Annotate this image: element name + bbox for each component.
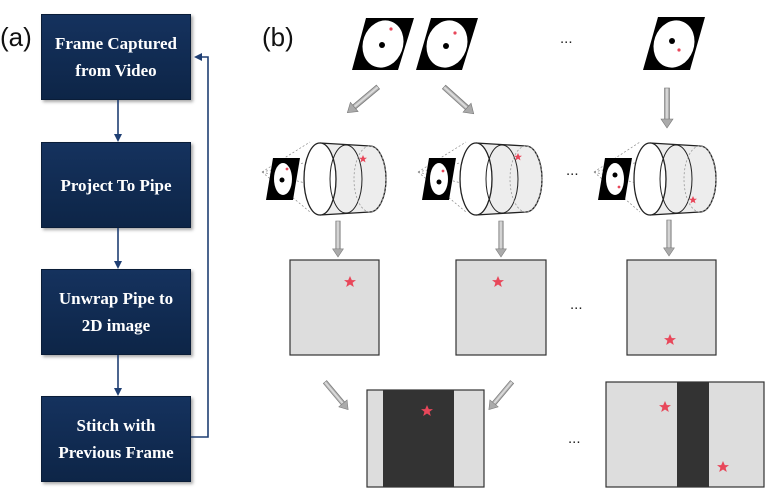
ellipsis-row1: ... bbox=[560, 30, 573, 47]
gray-arrow bbox=[320, 378, 353, 414]
unwrapped-image bbox=[626, 259, 717, 356]
pipe-projection bbox=[593, 141, 717, 216]
flow-step-text: from Video bbox=[75, 61, 157, 80]
flow-step-text: Unwrap Pipe to bbox=[58, 289, 174, 308]
gray-arrow bbox=[343, 82, 383, 118]
ellipsis-row3: ... bbox=[570, 296, 583, 313]
flow-step-text: 2D image bbox=[81, 316, 151, 335]
unwrapped-image bbox=[455, 259, 547, 356]
unwrapped-image bbox=[289, 259, 380, 356]
flow-connectors bbox=[114, 53, 209, 438]
flow-step-project-to-pipe: Project To Pipe bbox=[41, 142, 191, 228]
flow-step-text: Previous Frame bbox=[58, 443, 174, 462]
panel-b-label: (b) bbox=[262, 22, 294, 52]
flow-loop-arrow bbox=[191, 53, 209, 438]
stitched-image bbox=[366, 389, 485, 488]
pipe-projection bbox=[417, 141, 543, 216]
flow-step-text: Project To Pipe bbox=[60, 175, 172, 195]
gray-arrow bbox=[663, 219, 675, 257]
flow-step-frame-captured: Frame Captured from Video bbox=[41, 14, 191, 100]
gray-arrow bbox=[484, 378, 517, 414]
panel-a-label: (a) bbox=[0, 22, 32, 52]
captured-frame bbox=[643, 17, 705, 70]
ellipsis-row4: ... bbox=[568, 430, 581, 447]
gray-arrow bbox=[660, 87, 674, 129]
pipe-projection bbox=[261, 141, 387, 216]
ellipsis-row2: ... bbox=[566, 162, 579, 179]
captured-frame bbox=[416, 18, 478, 70]
stitched-image bbox=[605, 381, 765, 488]
flow-step-text: Frame Captured bbox=[55, 34, 177, 53]
flow-step-unwrap-pipe: Unwrap Pipe to 2D image bbox=[41, 269, 191, 355]
gray-arrow bbox=[332, 220, 344, 258]
gray-arrow bbox=[495, 220, 507, 258]
gray-arrow bbox=[439, 82, 479, 119]
captured-frame bbox=[352, 18, 414, 70]
flow-step-text: Stitch with bbox=[76, 416, 156, 435]
